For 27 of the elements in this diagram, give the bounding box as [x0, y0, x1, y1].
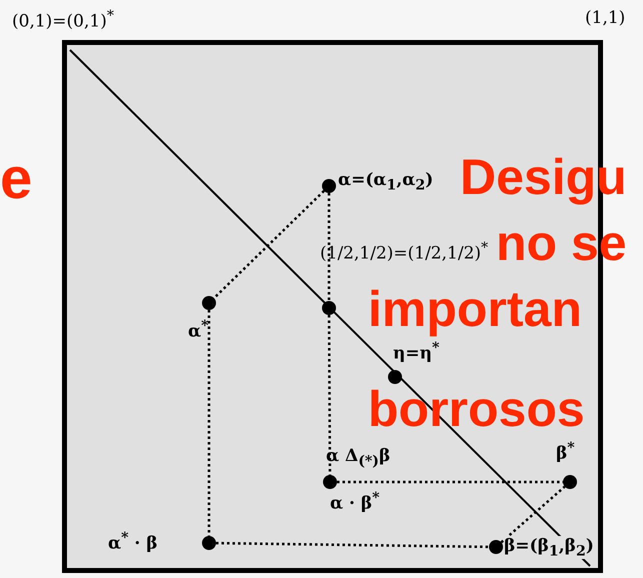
corner-label: (0,1)=(0,1)$^{*}$ [12, 8, 114, 32]
point-dot [489, 540, 503, 554]
overlay-text: importan [368, 284, 582, 334]
point-label: β$^{*}$ [556, 440, 575, 464]
point-label: β=(β$_{1}$,β$_{2}$) [504, 536, 594, 560]
dotted-line [337, 480, 563, 484]
point-dot [563, 475, 577, 489]
dotted-line [208, 310, 210, 536]
point-dot [322, 179, 336, 193]
point-dot [322, 301, 336, 315]
point-label: (1/2,1/2)=(1/2,1/2)$^{*}$ [320, 240, 488, 264]
point-label: α$^{*}$ · β [108, 530, 158, 554]
dotted-line [216, 542, 490, 548]
corner-label: (1,1) [585, 8, 626, 28]
dotted-line [500, 486, 566, 544]
dotted-line [213, 190, 325, 300]
point-dot [323, 475, 337, 489]
point-label: α=(α$_{1}$,α$_{2}$) [338, 170, 434, 194]
point-label: α · β$^{*}$ [330, 490, 380, 514]
dotted-line [328, 193, 330, 301]
point-dot [202, 536, 216, 550]
point-label: α$^{*}$ [188, 318, 208, 342]
point-dot [202, 296, 216, 310]
overlay-text: e [0, 150, 32, 208]
point-label: η=η$^{*}$ [393, 340, 440, 364]
point-dot [388, 370, 402, 384]
dotted-line [328, 315, 332, 475]
